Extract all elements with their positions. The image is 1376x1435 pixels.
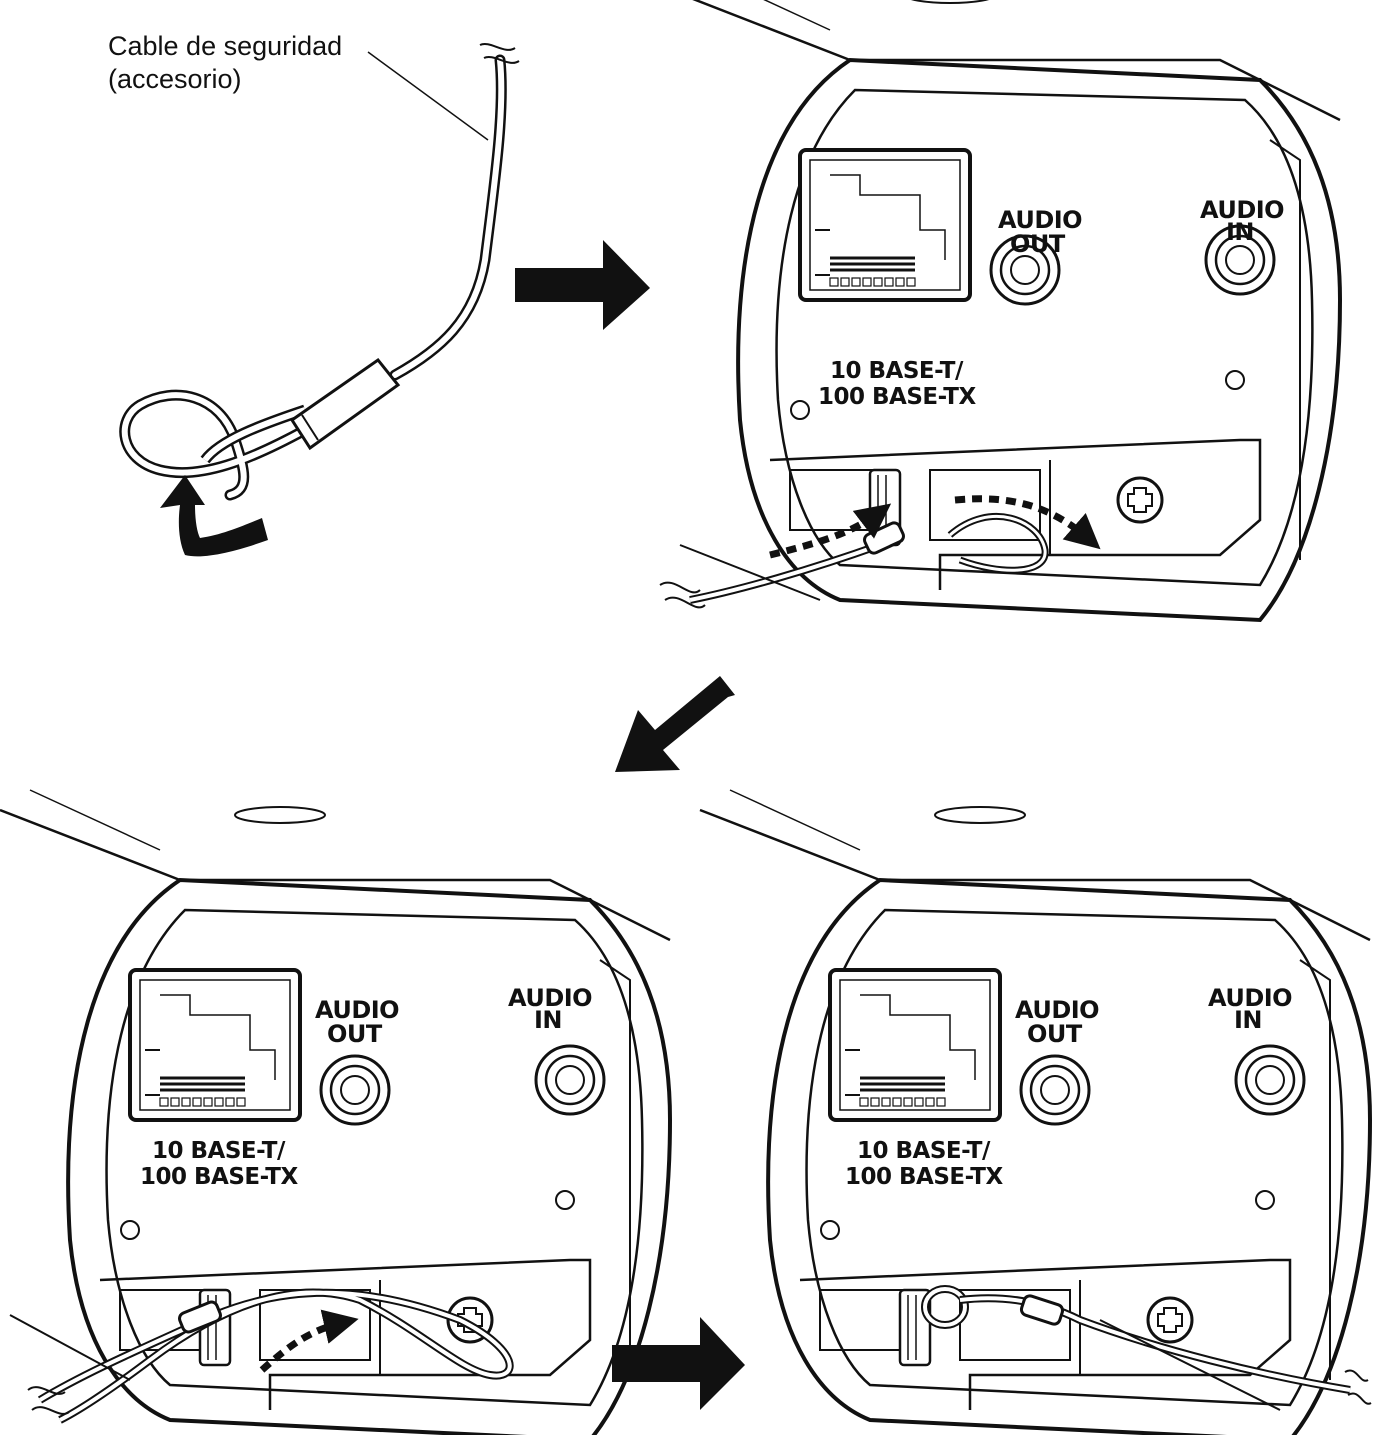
- audio-out-label-2: OUT: [1027, 1020, 1083, 1048]
- lan-label-2: 100 BASE-TX: [140, 1164, 298, 1190]
- step-3-camera: AUDIO OUT AUDIO IN 10 BASE-T/ 100 BASE-T…: [0, 788, 672, 1435]
- audio-in-label-2: IN: [1234, 1006, 1262, 1034]
- step-1-cable: Cable de seguridad (accesorio): [108, 31, 520, 557]
- threading-dotted-arrow: [259, 1309, 359, 1373]
- lan-label-1: 10 BASE-T/: [152, 1138, 286, 1164]
- audio-out-label-1: AUDIO: [998, 206, 1082, 234]
- lan-label-2: 100 BASE-TX: [818, 384, 976, 410]
- security-cable: [9, 1288, 514, 1424]
- threading-dotted-arrow: [769, 503, 892, 559]
- audio-out-label-1: AUDIO: [1015, 996, 1099, 1024]
- audio-in-label-2: IN: [534, 1006, 562, 1034]
- flow-arrow-right-2: [612, 1317, 745, 1410]
- lan-label-1: 10 BASE-T/: [830, 358, 964, 384]
- audio-out-label-2: OUT: [1010, 230, 1066, 258]
- audio-in-label-1: AUDIO: [508, 984, 592, 1012]
- audio-out-label-1: AUDIO: [315, 996, 399, 1024]
- audio-in-label-1: AUDIO: [1208, 984, 1292, 1012]
- threading-dotted-arrow: [954, 495, 1101, 550]
- callout-line-1: Cable de seguridad: [108, 31, 342, 61]
- step-4-camera: AUDIO OUT AUDIO IN 10 BASE-T/ 100 BASE-T…: [698, 788, 1372, 1435]
- callout-leader: [367, 51, 489, 141]
- callout-line-2: (accesorio): [108, 64, 242, 94]
- security-cable: [921, 1285, 1372, 1411]
- flow-arrow-down-left: [615, 676, 735, 772]
- step-2-camera: AUDIO OUT AUDIO IN 10 BASE-T/ 100 BASE-T…: [659, 0, 1342, 622]
- lan-label-1: 10 BASE-T/: [857, 1138, 991, 1164]
- flow-arrow-right-1: [515, 240, 650, 330]
- audio-in-label-2: IN: [1226, 218, 1254, 246]
- lan-label-2: 100 BASE-TX: [845, 1164, 1003, 1190]
- audio-out-label-2: OUT: [327, 1020, 383, 1048]
- audio-in-label-1: AUDIO: [1200, 196, 1284, 224]
- rotate-arrow: [160, 475, 268, 557]
- security-cable: [119, 42, 520, 501]
